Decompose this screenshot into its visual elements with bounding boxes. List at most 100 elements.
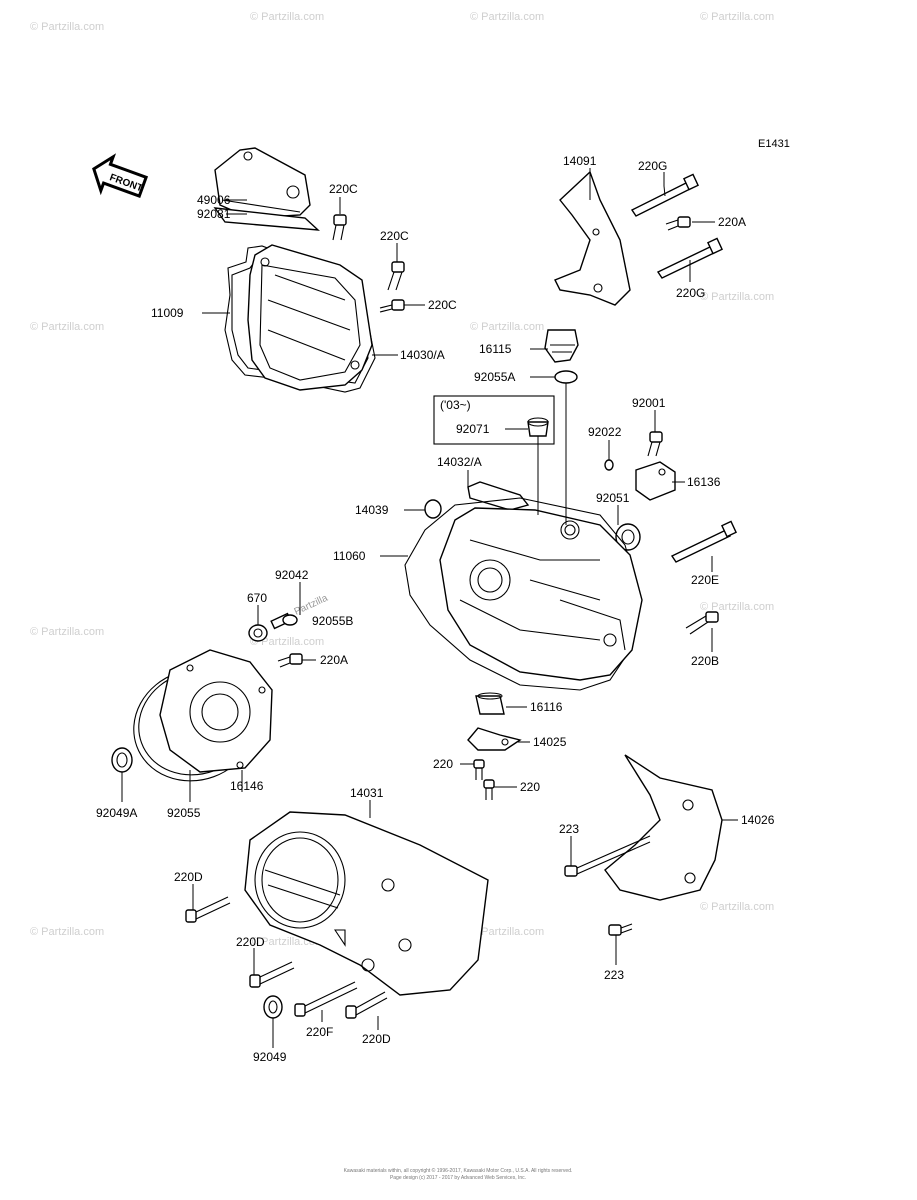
part-label: 92022 [588,425,622,439]
part-label: 14030/A [400,348,445,362]
cover-16146 [159,649,273,773]
seal-92049 [263,995,283,1019]
part-label: 14032/A [437,455,482,469]
part-label: 14031 [350,786,384,800]
bolt-220g [630,173,699,217]
part-label: 92055B [312,614,353,628]
part-label: 16146 [230,779,264,793]
watermark: © Partzilla.com [470,321,544,333]
bolt-220c [332,214,347,241]
bolt-220g [656,237,723,279]
part-label: 220E [691,573,719,587]
watermark: © Partzilla.com [470,926,544,938]
watermark: © Partzilla.com [250,636,324,648]
part-label: 220 [520,780,540,794]
part-label: 16115 [479,342,512,356]
part-label: 220B [691,654,719,668]
seal-670 [248,624,268,642]
part-label: 92081 [197,207,231,221]
guard-14026 [604,754,723,901]
part-label: 92042 [275,568,309,582]
watermark: © Partzilla.com [700,291,774,303]
bolt-223 [564,835,651,877]
watermark: © Partzilla.com [30,926,104,938]
part-label: 220G [638,159,667,173]
plug-14039 [424,499,442,519]
clamp-16136 [635,461,676,501]
part-label: 14091 [563,154,597,168]
year-bracket-box [433,395,555,445]
bolt-223 [608,923,633,936]
seal-92049a [111,747,133,773]
part-label: 14025 [533,735,567,749]
bolt-220a [277,653,303,668]
bracket-note: ('03~) [440,398,471,412]
bearing-16116 [475,692,505,715]
part-label: 92001 [632,396,666,410]
watermark: © Partzilla.com [700,901,774,913]
plug-92071 [527,417,549,437]
watermark: © Partzilla.com [30,321,104,333]
bolt-92001 [647,431,663,457]
part-label: 92049A [96,806,137,820]
part-label: 11009 [151,306,184,320]
part-label: 14039 [355,503,389,517]
part-label: 16136 [687,475,721,489]
part-label: 220A [718,215,746,229]
part-label: 92051 [596,491,630,505]
part-label: 220D [174,870,203,884]
part-label: 220F [306,1025,333,1039]
part-label: 223 [559,822,579,836]
part-label: 220C [428,298,457,312]
part-label: 220 [433,757,453,771]
bolt-220d [345,991,388,1019]
part-labels: 49006 92081 220C 220C 220C 11009 14030/A… [96,154,775,1064]
part-label: 92055 [167,806,201,820]
part-label: 49006 [197,193,231,207]
part-label: 11060 [333,549,366,563]
part-label: 670 [247,591,267,605]
copyright-line: Page design (c) 2017 - 2017 by Advanced … [390,1175,526,1181]
cover-14031 [244,811,489,996]
part-label: 220D [362,1032,391,1046]
o-ring-92055b [282,614,298,626]
washer-92022 [604,459,614,471]
watermark: © Partzilla.com [250,11,324,23]
bolt-220d [185,896,231,923]
diagram-code: E1431 [758,138,790,150]
bolt-220e [670,520,737,563]
oil-seal-92051 [615,523,641,551]
bolt-220 [483,779,495,800]
bolt-220 [473,759,485,780]
part-label: 220A [320,653,348,667]
watermark: © Partzilla.com [30,21,104,33]
leader-lines [121,168,738,1048]
bolt-220c [387,261,405,291]
clutch-cover-14030 [247,244,373,391]
part-label: 92049 [253,1050,287,1064]
part-label: 220C [380,229,409,243]
watermark: © Partzilla.com [30,626,104,638]
watermark: © Partzilla.com [700,601,774,613]
oil-filler-cap [544,329,579,363]
cap-14032a [467,481,530,511]
part-label: 220G [676,286,705,300]
part-label: 16116 [530,700,563,714]
lever-14025 [467,727,522,751]
front-arrow-icon: FRONT [92,153,149,199]
bolt-220a [665,216,691,231]
copyright-line: Kawasaki materials within, all copyright… [344,1167,573,1174]
bolt-220f [294,981,358,1017]
part-label: 223 [604,968,624,982]
bolt-220d [249,961,295,988]
watermark: © Partzilla.com [470,11,544,23]
part-label: 220C [329,182,358,196]
part-label: 92071 [456,422,490,436]
part-label: 14026 [741,813,775,827]
o-ring-92055a [554,370,578,384]
part-label: 220D [236,935,265,949]
crankcase-cover-14032 [439,507,643,681]
bolt-220b [685,611,719,635]
watermark-layer: © Partzilla.com © Partzilla.com © Partzi… [30,11,774,948]
